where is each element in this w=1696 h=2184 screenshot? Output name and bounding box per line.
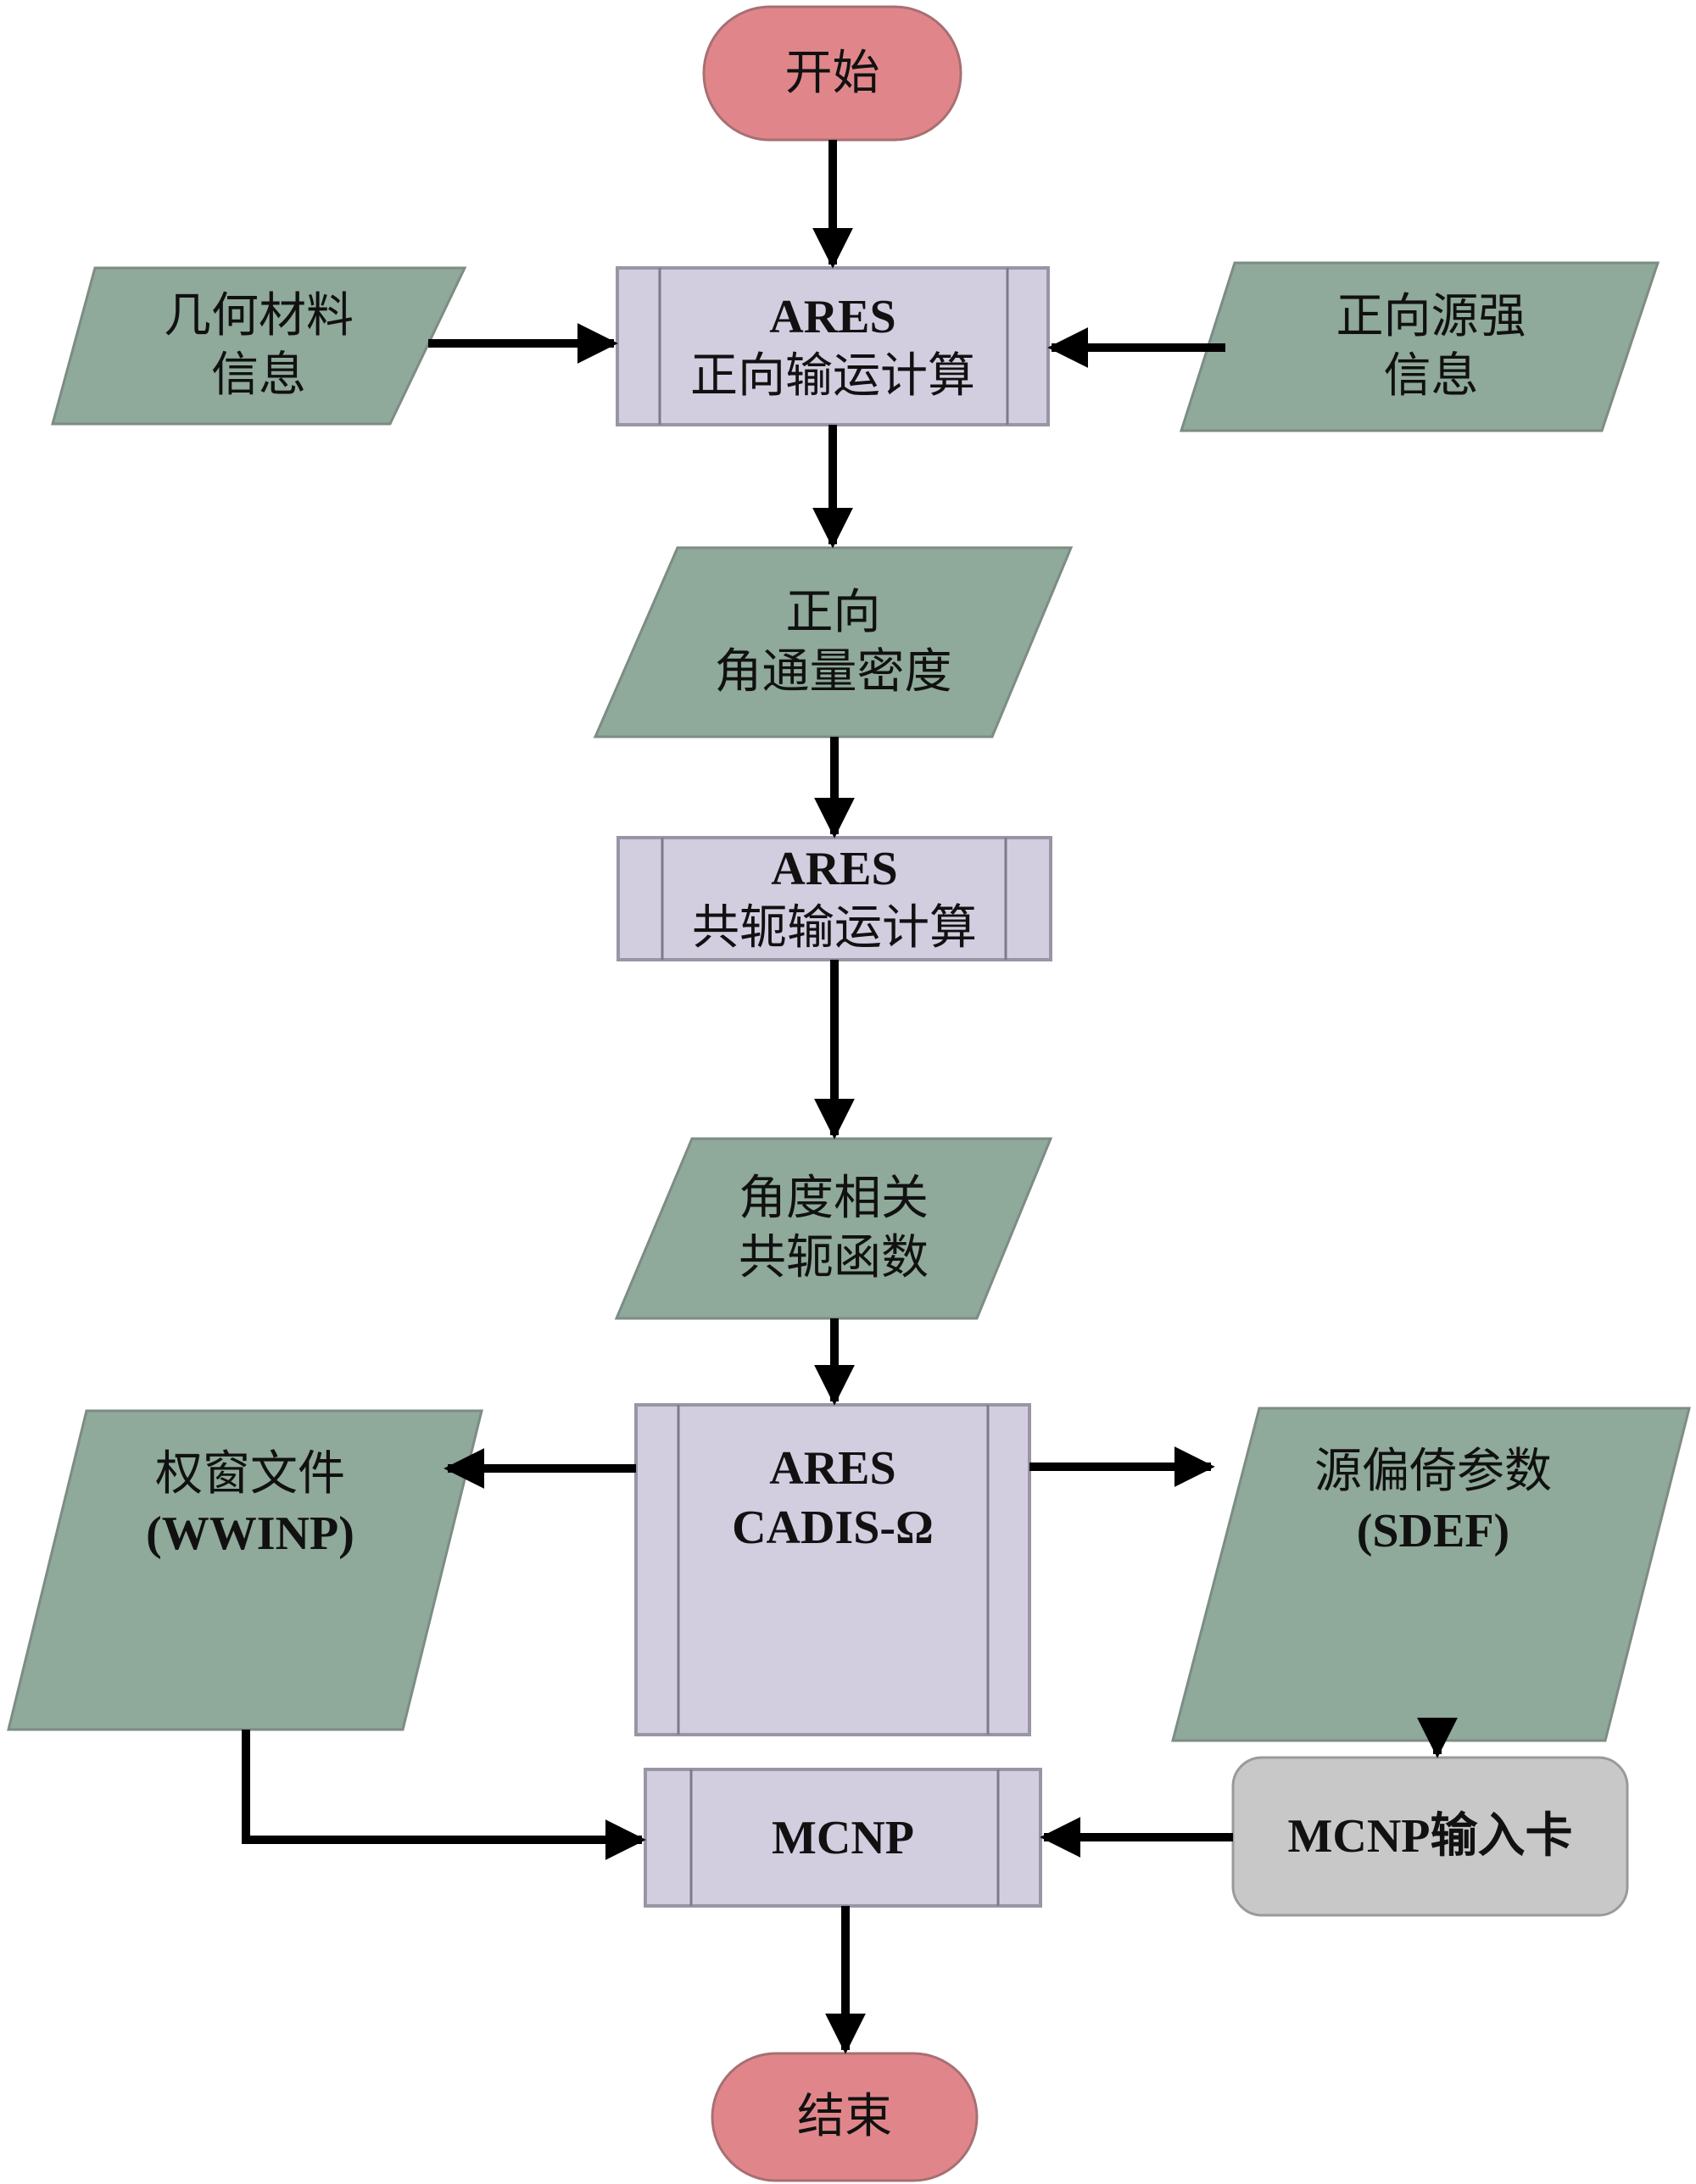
wwinp-label-line1: 权窗文件: [155, 1448, 345, 1501]
adjoint-function-label-line2: 共轭函数: [739, 1232, 929, 1284]
forward-flux-label-line1: 正向: [785, 586, 881, 639]
arrow-wwinp-to-mcnp: [242, 1730, 646, 1860]
ares-forward-label-line2: 正向输运计算: [690, 349, 975, 403]
geometry-material-io: [51, 266, 467, 426]
sdef-label-line1: 源偏倚参数: [1314, 1446, 1552, 1498]
end-label-box: 结束: [712, 2053, 977, 2181]
ares-cadis-process: [634, 1403, 1031, 1736]
geometry-label-line1: 几何材料: [164, 290, 354, 343]
forward-source-label-line2: 信息: [1383, 350, 1479, 403]
forward-flux-label-line2: 角通量密度: [714, 645, 952, 699]
mcnp-label-box: MCNP: [645, 1769, 1040, 1906]
wwinp-label-box: 权窗文件 (WWINP): [34, 1411, 466, 1597]
ares-cadis-label-line2: CADIS-Ω: [732, 1502, 934, 1554]
adjoint-function-label-line1: 角度相关: [739, 1173, 929, 1225]
forward-source-label-box: 正向源强 信息: [1204, 263, 1658, 431]
mcnp-card-label-box: MCNP输入卡: [1233, 1758, 1627, 1915]
sdef-label-box: 源偏倚参数 (SDEF): [1213, 1408, 1654, 1595]
ares-adjoint-label-line1: ARES: [771, 843, 898, 895]
ares-adjoint-label-line2: 共轭输运计算: [692, 902, 977, 955]
start-label: 开始: [784, 47, 880, 100]
mcnp-process: [644, 1768, 1042, 1908]
geometry-label-box: 几何材料 信息: [53, 268, 465, 424]
sdef-label-line2: (SDEF): [1356, 1505, 1510, 1557]
forward-source-io: [1179, 261, 1660, 432]
adjoint-function-label-box: 角度相关 共轭函数: [616, 1139, 1051, 1318]
forward-flux-label-box: 正向 角通量密度: [595, 548, 1071, 737]
ares-forward-label-line1: ARES: [769, 290, 896, 343]
end-label: 结束: [797, 2091, 892, 2143]
wwinp-io: [7, 1409, 483, 1731]
adjoint-function-io: [614, 1137, 1053, 1320]
ares-forward-label-box: ARES 正向输运计算: [617, 268, 1048, 425]
start-label-box: 开始: [704, 7, 961, 140]
wwinp-label-line2: (WWINP): [146, 1507, 354, 1560]
forward-source-label-line1: 正向源强: [1336, 291, 1526, 343]
ares-cadis-label-box: ARES CADIS-Ω: [636, 1405, 1029, 1591]
sdef-io: [1171, 1407, 1691, 1742]
ares-adjoint-label-box: ARES 共轭输运计算: [618, 838, 1051, 960]
mcnp-label: MCNP: [772, 1811, 914, 1864]
forward-flux-io: [593, 546, 1074, 738]
ares-cadis-label-line1: ARES: [769, 1442, 896, 1495]
geometry-label-line2: 信息: [211, 349, 306, 402]
mcnp-card-label: MCNP输入卡: [1287, 1810, 1573, 1863]
